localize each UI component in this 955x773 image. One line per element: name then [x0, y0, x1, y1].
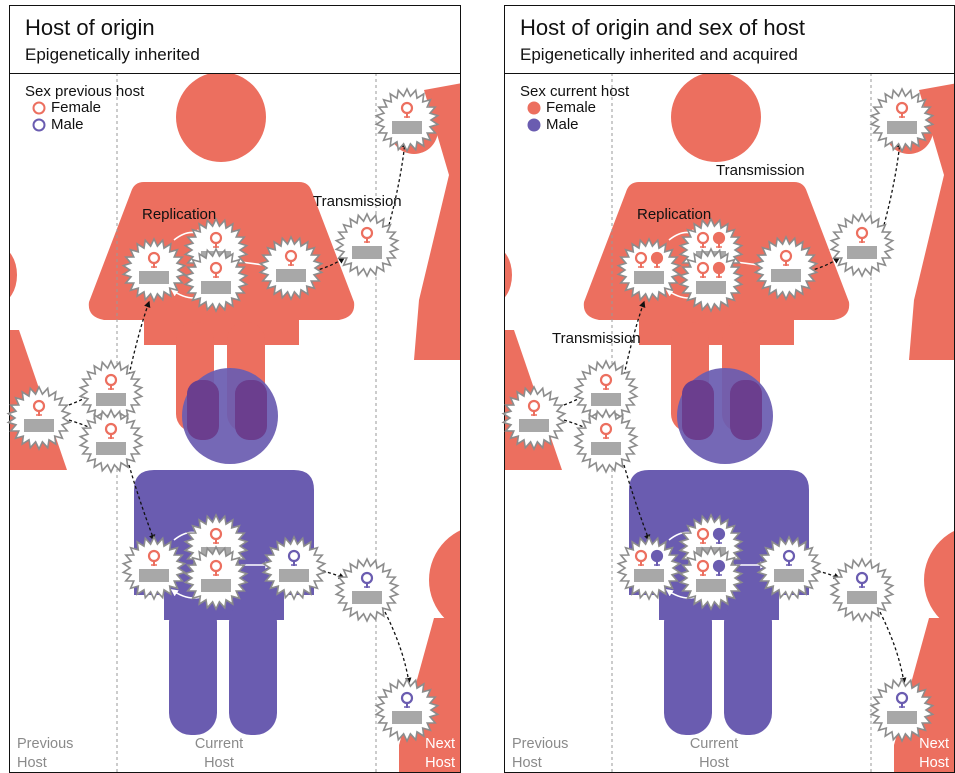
overlap-shape [235, 380, 267, 440]
virus-genome-icon [352, 246, 382, 259]
transmission-label: Transmission [716, 162, 805, 179]
virus-particle [336, 559, 397, 621]
virus-particle [336, 214, 397, 276]
virus-genome-icon [696, 281, 726, 294]
legend-female-label: Female [51, 99, 101, 116]
overlap-shape [187, 380, 219, 440]
virus-genome-icon [771, 269, 801, 282]
transmission-arrow [389, 142, 405, 225]
virus-particle [831, 214, 892, 276]
overlap-shape [730, 380, 762, 440]
virus-genome-icon [519, 419, 549, 432]
current-host-label: Host [204, 755, 234, 771]
current-host-label: Host [699, 755, 729, 771]
virus-genome-icon [591, 442, 621, 455]
virus-genome-icon [847, 591, 877, 604]
virus-particle [80, 410, 141, 472]
panel-title: Host of origin and sex of host [520, 15, 805, 40]
next-host-label: Next [919, 736, 949, 752]
female-marker-icon [34, 103, 45, 114]
male-marker-icon [529, 120, 540, 131]
host-figures [0, 72, 539, 773]
virus-particle [575, 410, 636, 472]
replication-label: Replication [637, 206, 711, 223]
virus-genome-icon [774, 569, 804, 582]
virus-particle [831, 559, 892, 621]
previous-host-label: Host [512, 755, 542, 771]
legend-male-label: Male [546, 116, 579, 133]
previous-host-label: Host [17, 755, 47, 771]
panel-subtitle: Epigenetically inherited [25, 45, 200, 64]
virus-genome-icon [591, 393, 621, 406]
virus-genome-icon [392, 121, 422, 134]
next-host-label: Next [425, 736, 455, 752]
legend-female-label: Female [546, 99, 596, 116]
transmission-label-left: Transmission [552, 330, 641, 347]
transmission-arrow [884, 142, 900, 225]
virus-genome-icon [279, 569, 309, 582]
virus-genome-icon [201, 579, 231, 592]
legend-title: Sex previous host [25, 83, 145, 100]
panel-title: Host of origin [25, 15, 155, 40]
panel-subtitle: Epigenetically inherited and acquired [520, 45, 798, 64]
transmission-arrow [385, 612, 409, 683]
virus-genome-icon [96, 442, 126, 455]
next-host-label: Host [919, 755, 949, 771]
virus-genome-icon [276, 269, 306, 282]
overlap-shape [682, 380, 714, 440]
virus-genome-icon [696, 579, 726, 592]
virus-genome-icon [847, 246, 877, 259]
panel-2: Host of origin and sex of hostEpigenetic… [476, 6, 955, 773]
transmission-label: Transmission [313, 193, 402, 210]
legend-title: Sex current host [520, 83, 630, 100]
virus-genome-icon [201, 281, 231, 294]
legend-male-label: Male [51, 116, 84, 133]
male-marker-icon [34, 120, 45, 131]
current-host-label: Current [195, 736, 243, 752]
previous-host-label: Previous [17, 736, 73, 752]
virus-genome-icon [887, 121, 917, 134]
virus-genome-icon [24, 419, 54, 432]
legend: Sex previous hostFemaleMale [25, 83, 145, 133]
host-axis-labels: PreviousHost CurrentHost NextHost [17, 736, 455, 771]
virus-genome-icon [634, 271, 664, 284]
virus-genome-icon [887, 711, 917, 724]
virus-genome-icon [139, 271, 169, 284]
female-marker-icon [529, 103, 540, 114]
virus-genome-icon [352, 591, 382, 604]
replication-label: Replication [142, 206, 216, 223]
virus-genome-icon [634, 569, 664, 582]
previous-host-label: Previous [512, 736, 568, 752]
virus-genome-icon [96, 393, 126, 406]
next-host-label: Host [425, 755, 455, 771]
transmission-arrow [880, 612, 904, 683]
current-host-label: Current [690, 736, 738, 752]
virus-genome-icon [392, 711, 422, 724]
virus-genome-icon [139, 569, 169, 582]
